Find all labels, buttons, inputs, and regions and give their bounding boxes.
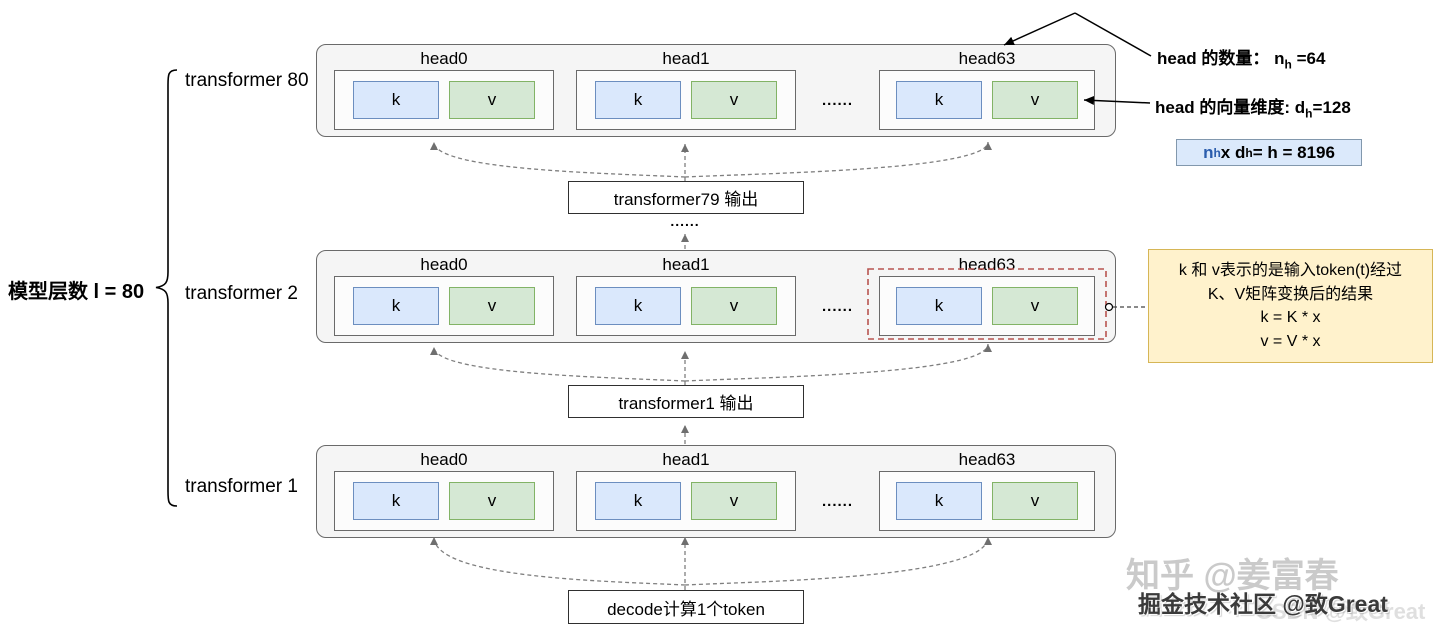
heads-ellipsis: ......	[821, 92, 853, 109]
v-cache-cell: v	[449, 482, 535, 520]
row-label-transformer-1: transformer 1	[185, 476, 298, 497]
row-label-transformer-2: transformer 2	[185, 283, 298, 304]
kv-container: k v	[334, 276, 554, 336]
flow-line	[430, 141, 686, 178]
note-line: k = K * x	[1260, 309, 1321, 327]
head1-box: head1 k v	[576, 254, 796, 336]
k-cache-cell: k	[353, 482, 439, 520]
head-title: head63	[958, 255, 1016, 274]
heads-ellipsis: ......	[821, 298, 853, 315]
flow-line	[430, 346, 686, 382]
head0-box: head0 k v	[334, 254, 554, 336]
kv-container: k v	[576, 70, 796, 130]
head-title: head0	[420, 255, 468, 274]
kv-container: k v	[879, 70, 1095, 130]
watermark-juejin: 掘金技术社区 @致Great	[1138, 591, 1388, 617]
head63-box: head63 k v	[879, 48, 1095, 130]
v-cache-cell: v	[992, 287, 1078, 325]
kv-container: k v	[879, 276, 1095, 336]
note-line: v = V * x	[1260, 333, 1321, 351]
k-cache-cell: k	[896, 482, 982, 520]
v-cache-cell: v	[449, 81, 535, 119]
k-cache-cell: k	[595, 482, 681, 520]
head63-box-highlighted: head63 k v	[879, 254, 1095, 336]
head-title: head0	[420, 450, 468, 469]
k-cache-cell: k	[896, 287, 982, 325]
kv-container: k v	[576, 471, 796, 531]
watermark-zhihu: 知乎 @姜富春	[1126, 557, 1339, 595]
k-cache-cell: k	[353, 81, 439, 119]
head-title: head63	[958, 49, 1016, 68]
transformer-1-row: head0 k v head1 k v ...... head63 k v	[316, 445, 1116, 538]
heads-ellipsis: ......	[821, 493, 853, 510]
head-count-arrow	[1003, 12, 1076, 46]
head1-box: head1 k v	[576, 449, 796, 531]
k-cache-cell: k	[353, 287, 439, 325]
kv-container: k v	[576, 276, 796, 336]
head-title: head63	[958, 450, 1016, 469]
v-cache-cell: v	[691, 287, 777, 325]
layers-ellipsis: ......	[670, 213, 700, 229]
flow-line	[430, 536, 686, 586]
head-title: head1	[662, 255, 710, 274]
v-cache-cell: v	[449, 287, 535, 325]
flow-line	[684, 343, 992, 382]
model-layers-label: 模型层数 l = 80	[8, 281, 145, 303]
transformer79-output-box: transformer79 输出	[568, 181, 804, 214]
head63-box: head63 k v	[879, 449, 1095, 531]
transformer1-output-box: transformer1 输出	[568, 385, 804, 418]
kv-explanation-note: k 和 v表示的是输入token(t)经过 K、V矩阵变换后的结果 k = K …	[1148, 249, 1433, 363]
row-label-transformer-80: transformer 80	[185, 70, 309, 91]
transformer-80-row: head0 k v head1 k v ...... head63 k v	[316, 44, 1116, 137]
kv-container: k v	[879, 471, 1095, 531]
k-cache-cell: k	[595, 81, 681, 119]
note-line: K、V矩阵变换后的结果	[1207, 285, 1374, 303]
head0-box: head0 k v	[334, 449, 554, 531]
transformer-2-row: head0 k v head1 k v ...... head63 k v	[316, 250, 1116, 343]
v-cache-cell: v	[691, 482, 777, 520]
head-title: head1	[662, 49, 710, 68]
flow-line	[684, 141, 992, 178]
head-count-annotation: head 的数量： nh =64	[1157, 49, 1326, 72]
kv-container: k v	[334, 70, 554, 130]
v-cache-cell: v	[992, 81, 1078, 119]
k-cache-cell: k	[595, 287, 681, 325]
head-title: head0	[420, 49, 468, 68]
k-cache-cell: k	[896, 81, 982, 119]
watermark-csdn: CSDN @致Great	[1256, 599, 1426, 624]
head-dim-annotation: head 的向量维度: dh=128	[1155, 98, 1351, 121]
flow-line	[684, 536, 992, 586]
kv-container: k v	[334, 471, 554, 531]
v-cache-cell: v	[992, 482, 1078, 520]
head-title: head1	[662, 450, 710, 469]
note-line: k 和 v表示的是输入token(t)经过	[1178, 262, 1403, 279]
head1-box: head1 k v	[576, 48, 796, 130]
left-brace	[155, 69, 178, 507]
decode-token-box: decode计算1个token	[568, 590, 804, 624]
v-cache-cell: v	[691, 81, 777, 119]
head0-box: head0 k v	[334, 48, 554, 130]
